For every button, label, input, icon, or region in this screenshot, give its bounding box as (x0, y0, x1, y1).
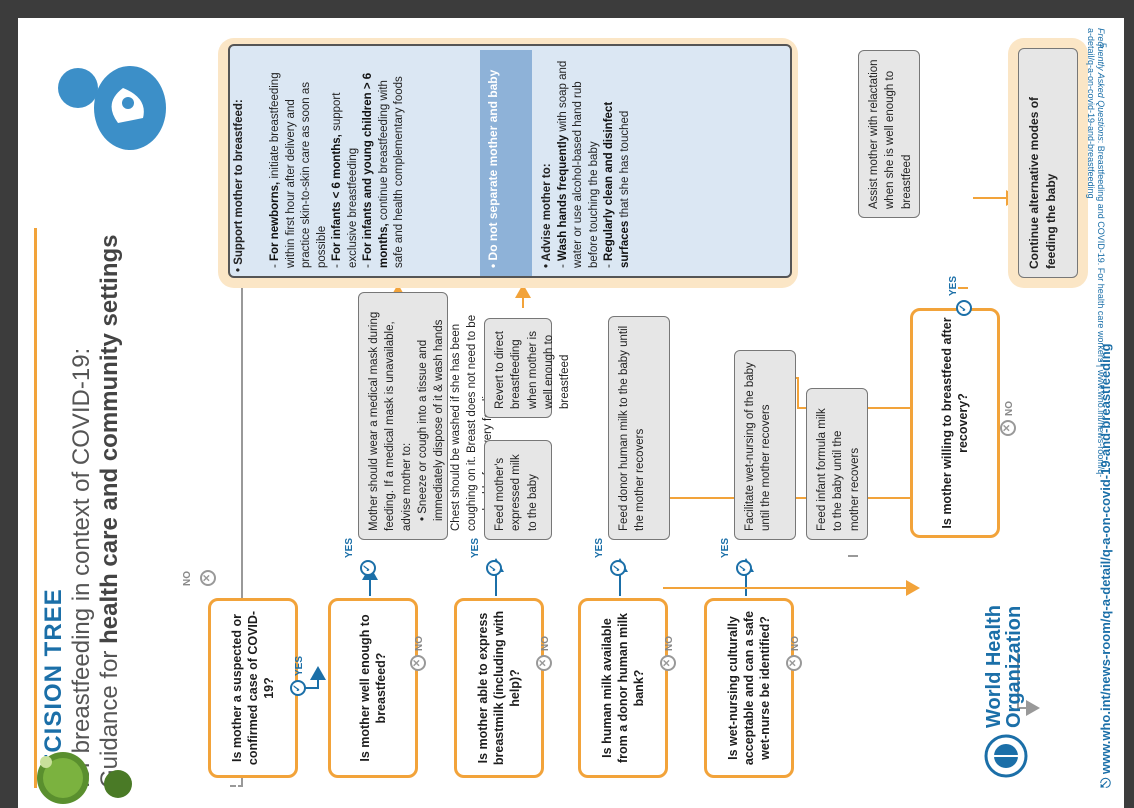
yes-marker-2: ✓ (360, 560, 376, 576)
question-donor-milk: Is human milk available from a donor hum… (578, 598, 668, 778)
doc-guidance: Guidance for health care and community s… (96, 234, 123, 788)
question-willing-after-recovery: Is mother willing to breastfeed after re… (910, 308, 1000, 538)
doc-subtitle: for breastfeeding in context of COVID-19… (68, 347, 95, 788)
header-rule (34, 228, 37, 788)
virus-illustration (18, 738, 138, 808)
yes-label-4: YES (594, 537, 605, 558)
yes-label-1: YES (294, 655, 305, 676)
action-mask: Mother should wear a medical mask during… (358, 292, 494, 540)
who-name: World Health Organization (983, 605, 1025, 728)
yes-label-6: YES (948, 275, 959, 296)
yes-marker-4: ✓ (610, 560, 626, 576)
no-label-6: NO (1004, 401, 1015, 416)
page-canvas: DECISION TREE for breastfeeding in conte… (18, 18, 1124, 808)
question-wet-nursing: Is wet-nursing culturally acceptable and… (704, 598, 794, 778)
action-formula: Feed infant formula milk to the baby unt… (806, 388, 868, 540)
breastfeeding-logo (48, 58, 168, 158)
no-label-5: NO (790, 636, 801, 651)
who-logo: World Health Organization (978, 578, 1038, 778)
no-label-1: NO (182, 571, 193, 586)
yes-label-5: YES (720, 537, 731, 558)
yes-label-2: YES (344, 537, 355, 558)
doc-title: DECISION TREE (40, 588, 67, 788)
action-donor-milk: Feed donor human milk to the baby until … (608, 316, 670, 540)
mother-baby-icon (58, 66, 166, 150)
action-revert: Revert to direct breastfeeding when moth… (484, 318, 571, 418)
no-marker-5: ✕ (786, 655, 802, 671)
advise-col: • Advise mother to: - Wash hands frequen… (541, 60, 631, 268)
document-page: DECISION TREE for breastfeeding in conte… (18, 18, 1124, 808)
page-number: 5 (1098, 42, 1108, 48)
do-not-separate-band: • Do not separate mother and baby (480, 50, 532, 276)
no-marker-1: ✕ (200, 570, 216, 586)
title-block: DECISION TREE for breastfeeding in conte… (40, 88, 124, 788)
yes-marker-1: ✓ (290, 680, 306, 696)
support-details: - For newborns, initiate breastfeeding w… (269, 72, 406, 268)
yes-marker-5: ✓ (736, 560, 752, 576)
question-well-enough: Is mother well enough to breastfeed? (328, 598, 418, 778)
no-label-3: NO (540, 636, 551, 651)
action-feed-expressed: Feed mother's expressed milk to the baby (484, 440, 552, 540)
question-covid-case: Is mother a suspected or confirmed case … (208, 598, 298, 778)
no-marker-4: ✕ (660, 655, 676, 671)
virus-image (37, 752, 132, 804)
yes-marker-3: ✓ (486, 560, 502, 576)
no-marker-2: ✕ (410, 655, 426, 671)
no-marker-3: ✕ (536, 655, 552, 671)
action-alternative: Continue alternative modes of feeding th… (1018, 48, 1078, 278)
faq-footer-line: Frequently Asked Questions: Breastfeedin… (1086, 28, 1106, 478)
no-label-2: NO (414, 636, 425, 651)
who-emblem-icon (984, 734, 1028, 778)
action-wet-nursing: Facilitate wet-nursing of the baby until… (734, 350, 796, 540)
yes-label-3: YES (470, 537, 481, 558)
question-express-milk: Is mother able to express breastmilk (in… (454, 598, 544, 778)
yes-marker-6: ✓ (956, 300, 972, 316)
no-marker-6: ✕ (1000, 420, 1016, 436)
no-label-4: NO (664, 636, 675, 651)
action-relactation: Assist mother with relactation when she … (858, 50, 920, 218)
support-newborn-col: • Support mother to breastfeed: (233, 99, 245, 272)
